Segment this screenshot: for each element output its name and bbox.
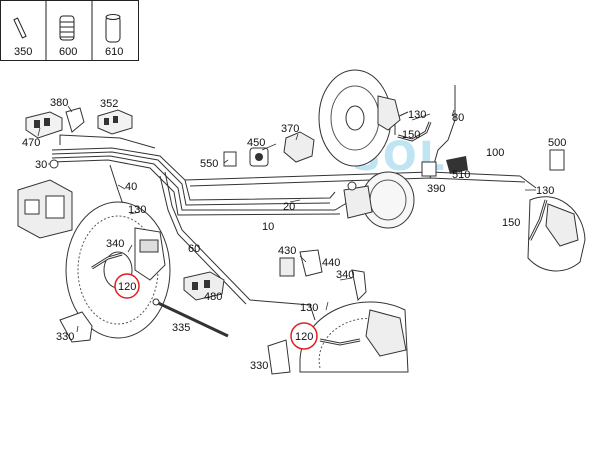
highlight-120-right: 120	[295, 331, 313, 343]
callout-335: 335	[172, 322, 190, 334]
callout-130-left: 130	[128, 204, 146, 216]
callout-340-right: 340	[336, 269, 354, 281]
callout-380: 380	[50, 97, 68, 109]
brake-hose-150-top	[397, 121, 432, 142]
relay-block-352	[97, 109, 133, 135]
callout-80: 80	[452, 112, 464, 124]
front-left-caliper	[134, 227, 166, 281]
callout-510: 510	[452, 169, 470, 181]
switch-390	[421, 161, 437, 177]
parts-inset: 350 600 610	[0, 0, 139, 61]
callout-340-left: 340	[106, 238, 124, 250]
abs-sensor-left	[59, 311, 93, 343]
callout-550: 550	[200, 158, 218, 170]
leader-lines	[37, 105, 536, 333]
sensor-370	[283, 131, 315, 163]
callout-500: 500	[548, 137, 566, 149]
callout-130-top: 130	[408, 109, 426, 121]
brake-hose-150-right	[528, 199, 548, 241]
callout-330-right: 330	[250, 360, 268, 372]
callout-430: 430	[278, 245, 296, 257]
sleeve-500	[549, 149, 565, 171]
brake-hose-right	[319, 338, 361, 346]
clip-450	[249, 147, 269, 167]
callout-150-right: 150	[502, 217, 520, 229]
callout-330-left: 330	[56, 331, 74, 343]
callout-480: 480	[204, 291, 222, 303]
highlight-circle-right	[290, 322, 318, 350]
brake-hose-left	[91, 252, 123, 270]
rear-right-shield	[527, 196, 586, 272]
connector-480	[183, 271, 225, 301]
bolt-30	[49, 159, 59, 169]
callout-100: 100	[486, 147, 504, 159]
pin-icon	[13, 17, 27, 39]
callout-370: 370	[281, 123, 299, 135]
callout-450: 450	[247, 137, 265, 149]
brake-booster	[343, 171, 415, 229]
callout-40: 40	[125, 181, 137, 193]
relay-block-470	[25, 111, 63, 139]
sleeve-icon	[105, 14, 121, 43]
callout-labels: 380 352 470 30 40 130 340 60 330 370 450…	[22, 97, 566, 372]
callout-440: 440	[322, 257, 340, 269]
abs-sensor-right	[267, 339, 291, 375]
callout-150-top: 150	[402, 129, 420, 141]
front-right-brake-disc	[299, 301, 409, 373]
sensor-340-right	[351, 269, 367, 302]
highlighted-callout-left: 120	[114, 273, 140, 299]
highlight-120-left: 120	[118, 281, 136, 293]
brake-lines	[51, 85, 537, 321]
callout-390: 390	[427, 183, 445, 195]
callout-130-bottom: 130	[300, 302, 318, 314]
bracket-380	[65, 107, 85, 133]
connector-550	[223, 151, 237, 167]
highlighted-callout-right: 120	[290, 322, 318, 350]
rear-brake-disc	[318, 69, 401, 167]
cable-tie-335	[152, 298, 229, 338]
callout-470: 470	[22, 137, 40, 149]
callout-60: 60	[188, 243, 200, 255]
brake-pad-440	[299, 249, 323, 277]
highlight-circle-left	[114, 273, 140, 299]
callout-10: 10	[262, 221, 274, 233]
callout-30: 30	[35, 159, 47, 171]
inset-label-600: 600	[59, 46, 77, 58]
inset-label-350: 350	[14, 46, 32, 58]
abs-hydraulic-unit	[17, 179, 73, 239]
callout-352: 352	[100, 98, 118, 110]
brake-pad-430	[279, 257, 295, 277]
callout-130-right: 130	[536, 185, 554, 197]
inset-label-610: 610	[105, 46, 123, 58]
callout-20: 20	[283, 201, 295, 213]
spring-icon	[59, 15, 75, 41]
clip-510	[446, 156, 468, 174]
